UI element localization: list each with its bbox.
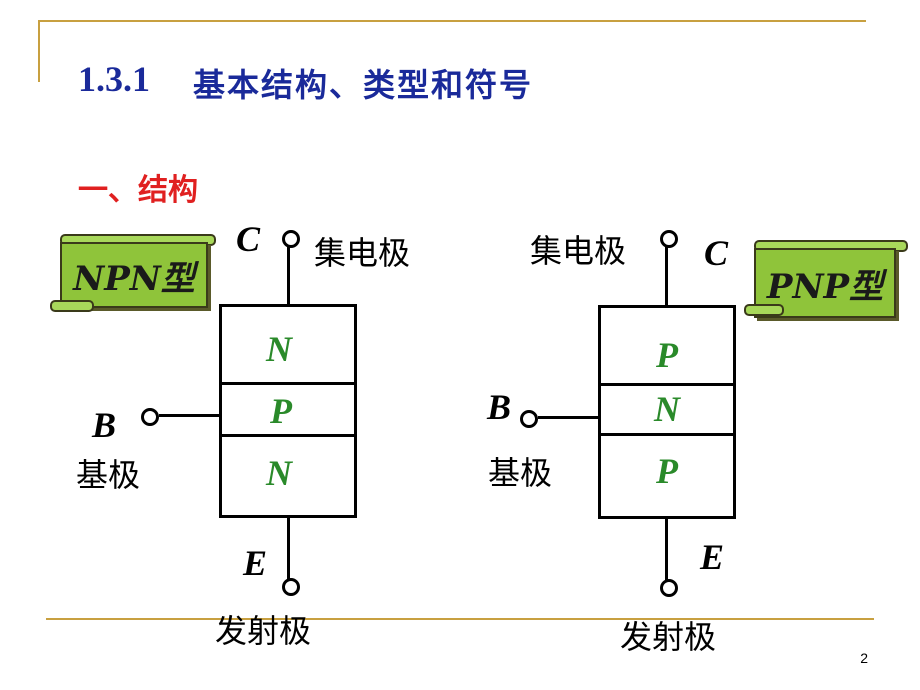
pnp-base-terminal	[520, 410, 538, 428]
npn-collector-pin-label: C	[236, 219, 261, 259]
npn-layer-divider-2	[219, 434, 357, 437]
left-rule	[38, 20, 40, 82]
npn-base-terminal	[141, 408, 159, 426]
npn-banner-scroll-bottom	[50, 300, 94, 312]
npn-transistor-body	[219, 304, 357, 518]
npn-type-label: NPN型	[73, 258, 195, 299]
pnp-base-pin-label: B	[487, 387, 512, 427]
npn-base-pin-label: B	[92, 405, 117, 445]
npn-layer-divider-1	[219, 382, 357, 385]
pnp-base-lead	[538, 416, 600, 419]
pnp-collector-pin-label: C	[704, 233, 729, 273]
section-heading: 一、结构	[78, 173, 198, 208]
bottom-rule	[46, 618, 874, 620]
npn-layer-collector: N	[266, 329, 292, 369]
pnp-collector-terminal	[660, 230, 678, 248]
npn-collector-terminal	[282, 230, 300, 248]
pnp-banner-scroll-bottom	[744, 304, 784, 316]
pnp-layer-divider-1	[598, 383, 736, 386]
npn-collector-name: 集电极	[314, 234, 411, 272]
title-number: 1.3.1	[78, 59, 150, 99]
npn-collector-lead	[287, 245, 290, 306]
pnp-emitter-terminal	[660, 579, 678, 597]
pnp-emitter-name: 发射极	[620, 618, 717, 656]
npn-emitter-lead	[287, 516, 290, 580]
pnp-base-name: 基极	[488, 454, 553, 492]
pnp-collector-lead	[665, 245, 668, 307]
npn-emitter-pin-label: E	[243, 543, 268, 583]
pnp-layer-collector: P	[656, 335, 678, 375]
top-rule	[38, 20, 866, 22]
pnp-layer-base: N	[654, 389, 680, 429]
pnp-emitter-pin-label: E	[700, 537, 725, 577]
pnp-emitter-lead	[665, 517, 668, 581]
pnp-layer-emitter: P	[656, 451, 678, 491]
pnp-type-banner: PNP型	[754, 248, 896, 318]
npn-layer-emitter: N	[266, 453, 292, 493]
title-text: 基本结构、类型和符号	[193, 66, 534, 104]
npn-emitter-name: 发射极	[215, 612, 312, 650]
npn-emitter-terminal	[282, 578, 300, 596]
pnp-type-label: PNP型	[766, 266, 884, 307]
npn-base-name: 基极	[76, 456, 141, 494]
page-number: 2	[860, 650, 868, 666]
npn-layer-base: P	[270, 391, 292, 431]
npn-base-lead	[159, 414, 221, 417]
pnp-collector-name: 集电极	[530, 232, 627, 270]
pnp-layer-divider-2	[598, 433, 736, 436]
pnp-transistor-body	[598, 305, 736, 519]
npn-type-banner: NPN型	[60, 242, 208, 308]
